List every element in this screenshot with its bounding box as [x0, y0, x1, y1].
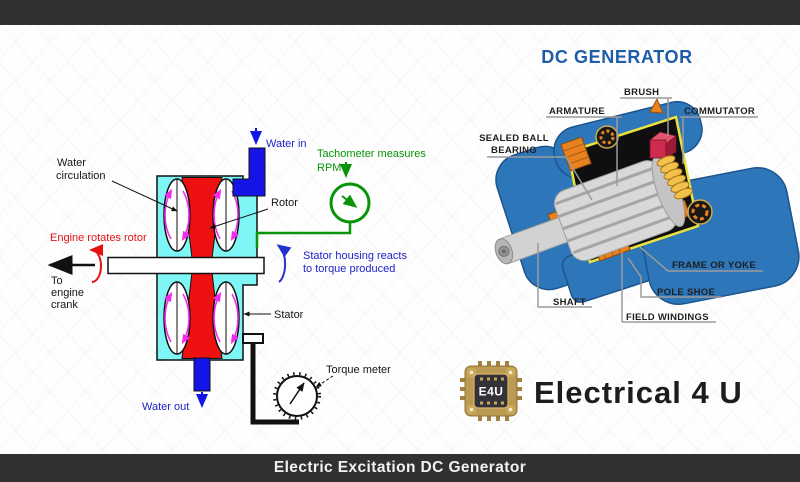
- label-commutator: COMMUTATOR: [684, 106, 755, 117]
- label-sealed-ball-bearing-1: SEALED BALL: [479, 133, 549, 144]
- top-bar: [0, 0, 800, 25]
- label-stator: Stator: [274, 309, 304, 321]
- shaft-bar: [107, 256, 265, 275]
- label-frame-or-yoke: FRAME OR YOKE: [672, 260, 756, 271]
- engine-rotation-arrow: [89, 244, 104, 283]
- label-pole-shoe: POLE SHOE: [657, 287, 715, 298]
- label-tachometer-1: Tachometer measures: [317, 148, 426, 160]
- commutator-coil: [656, 155, 693, 200]
- label-water-circulation-2: circulation: [56, 170, 106, 182]
- label-engine-rotates-rotor: Engine rotates rotor: [50, 232, 147, 244]
- torque-meter-gauge: [242, 333, 334, 425]
- label-armature: ARMATURE: [549, 106, 605, 117]
- diagram-canvas: Water circulation Engine rotates rotor T…: [47, 47, 800, 425]
- generator-leader-lines: [487, 97, 763, 323]
- label-brush: BRUSH: [624, 87, 659, 98]
- label-water-in: Water in: [266, 138, 307, 150]
- e4u-chip-icon: E4U: [460, 361, 522, 421]
- label-torque-meter: Torque meter: [326, 364, 391, 376]
- caption-banner: Electric Excitation DC Generator: [0, 454, 800, 482]
- stator-rotation-arrow: [276, 244, 292, 283]
- tachometer-gauge: [255, 162, 371, 248]
- caption-title: Electric Excitation DC Generator: [273, 459, 527, 476]
- dynamometer-diagram: Water circulation Engine rotates rotor T…: [47, 128, 426, 425]
- label-to-engine-crank-2: engine: [51, 287, 84, 299]
- label-water-circulation-1: Water: [57, 157, 86, 169]
- label-sealed-ball-bearing-2: BEARING: [491, 145, 537, 156]
- label-shaft: SHAFT: [553, 297, 586, 308]
- brush-block: [649, 131, 677, 159]
- label-field-windings: FIELD WINDINGS: [626, 312, 709, 323]
- electrical4u-logo: E4U Electrical 4 U: [460, 361, 743, 421]
- content-area: Water circulation Engine rotates rotor T…: [0, 25, 800, 454]
- leader-lines: [111, 180, 271, 317]
- label-stator-housing-2: to torque produced: [303, 263, 395, 275]
- water-in-pipe: [232, 147, 266, 197]
- dc-generator-diagram: DC GENERATOR: [479, 47, 800, 323]
- water-out-pipe: [193, 357, 211, 392]
- label-stator-housing-1: Stator housing reacts: [303, 250, 407, 262]
- chip-text: E4U: [479, 385, 504, 399]
- terminal-cone: [649, 97, 664, 114]
- armature-assembly: [494, 156, 686, 265]
- label-to-engine-crank-3: crank: [51, 299, 78, 311]
- brand-text: Electrical 4 U: [534, 375, 743, 410]
- label-rotor: Rotor: [271, 197, 298, 209]
- bearing-top: [595, 125, 619, 149]
- label-to-engine-crank-1: To: [51, 275, 63, 287]
- circulation-arrows: [163, 188, 240, 345]
- label-tachometer-2: RPM: [317, 162, 341, 174]
- dc-generator-title: DC GENERATOR: [541, 47, 693, 67]
- bearing-right: [687, 199, 713, 225]
- label-water-out: Water out: [142, 401, 189, 413]
